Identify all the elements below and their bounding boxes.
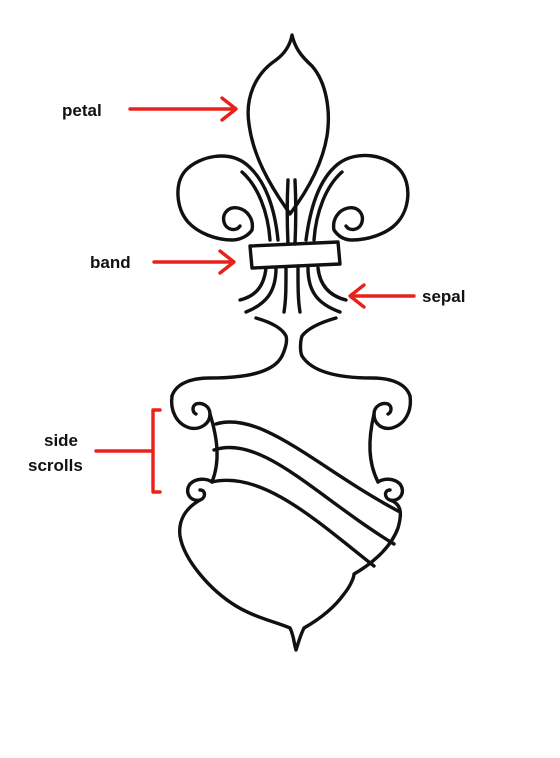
central-stem-line-left [285,178,290,246]
arrow-sepal [348,283,416,309]
annotations: petal band sepal side scrolls [28,96,465,494]
shield-top-edge [170,354,412,398]
bend-upper-line [214,420,402,514]
lower-stem-right-outer [316,266,348,302]
left-lower-scroll [185,477,214,502]
bend-middle-line [212,445,396,546]
label-sepal: sepal [422,287,465,306]
shield [169,354,413,652]
central-stem-line-right [293,178,298,246]
left-petal-inner-line [240,170,272,242]
lower-stem-left-inner [244,266,278,314]
bend-lower-line [210,478,376,568]
shield-body-outline [178,498,403,652]
right-upper-scroll [372,394,413,431]
band [248,240,342,270]
right-lower-scroll [376,477,405,502]
fleur-de-lis [176,33,410,358]
lower-stem-center-right [296,266,302,314]
label-side-scrolls-line2: scrolls [28,456,83,475]
lower-stem-center-left [282,266,288,314]
shield-right-side [368,412,380,484]
left-curled-petal [176,154,280,242]
lower-stem-right-inner [306,266,342,314]
arrow-petal [128,96,238,122]
arrow-band [152,249,236,275]
lower-stem-left-outer [238,266,268,302]
label-petal: petal [62,101,102,120]
left-upper-scroll [169,394,212,431]
stem-base-flare [254,316,338,358]
right-petal-inner-line [312,170,344,242]
label-side-scrolls-line1: side [44,431,78,450]
right-curled-petal [304,153,410,242]
label-band: band [90,253,131,272]
